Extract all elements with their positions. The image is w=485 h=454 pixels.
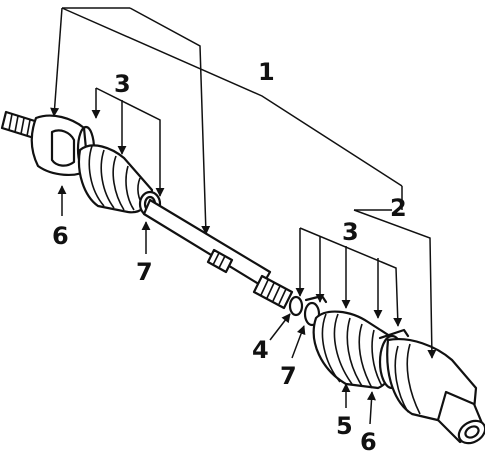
outer-boot-clamp-large [50, 129, 76, 167]
callout-3-left: 3 [114, 70, 131, 98]
axle-shaft [142, 198, 294, 310]
outer-cv-joint-assembly [0, 110, 162, 218]
callout-3-right: 3 [342, 218, 359, 246]
snap-ring [288, 295, 304, 317]
leader-lines [50, 7, 437, 425]
callout-7-left: 7 [136, 258, 153, 286]
inner-cv-joint-assembly [288, 294, 485, 445]
callout-5: 5 [336, 412, 353, 440]
callout-6-right: 6 [360, 428, 377, 454]
callout-labels: 1 2 3 3 4 5 6 6 7 7 [52, 58, 407, 454]
callout-2: 2 [390, 194, 407, 222]
callout-7-right: 7 [280, 362, 297, 390]
inner-joint-stub-end [457, 419, 485, 445]
splined-stub-shaft [0, 110, 40, 140]
callout-4: 4 [252, 336, 269, 364]
callout-6-left: 6 [52, 222, 69, 250]
callout-1: 1 [258, 58, 275, 86]
